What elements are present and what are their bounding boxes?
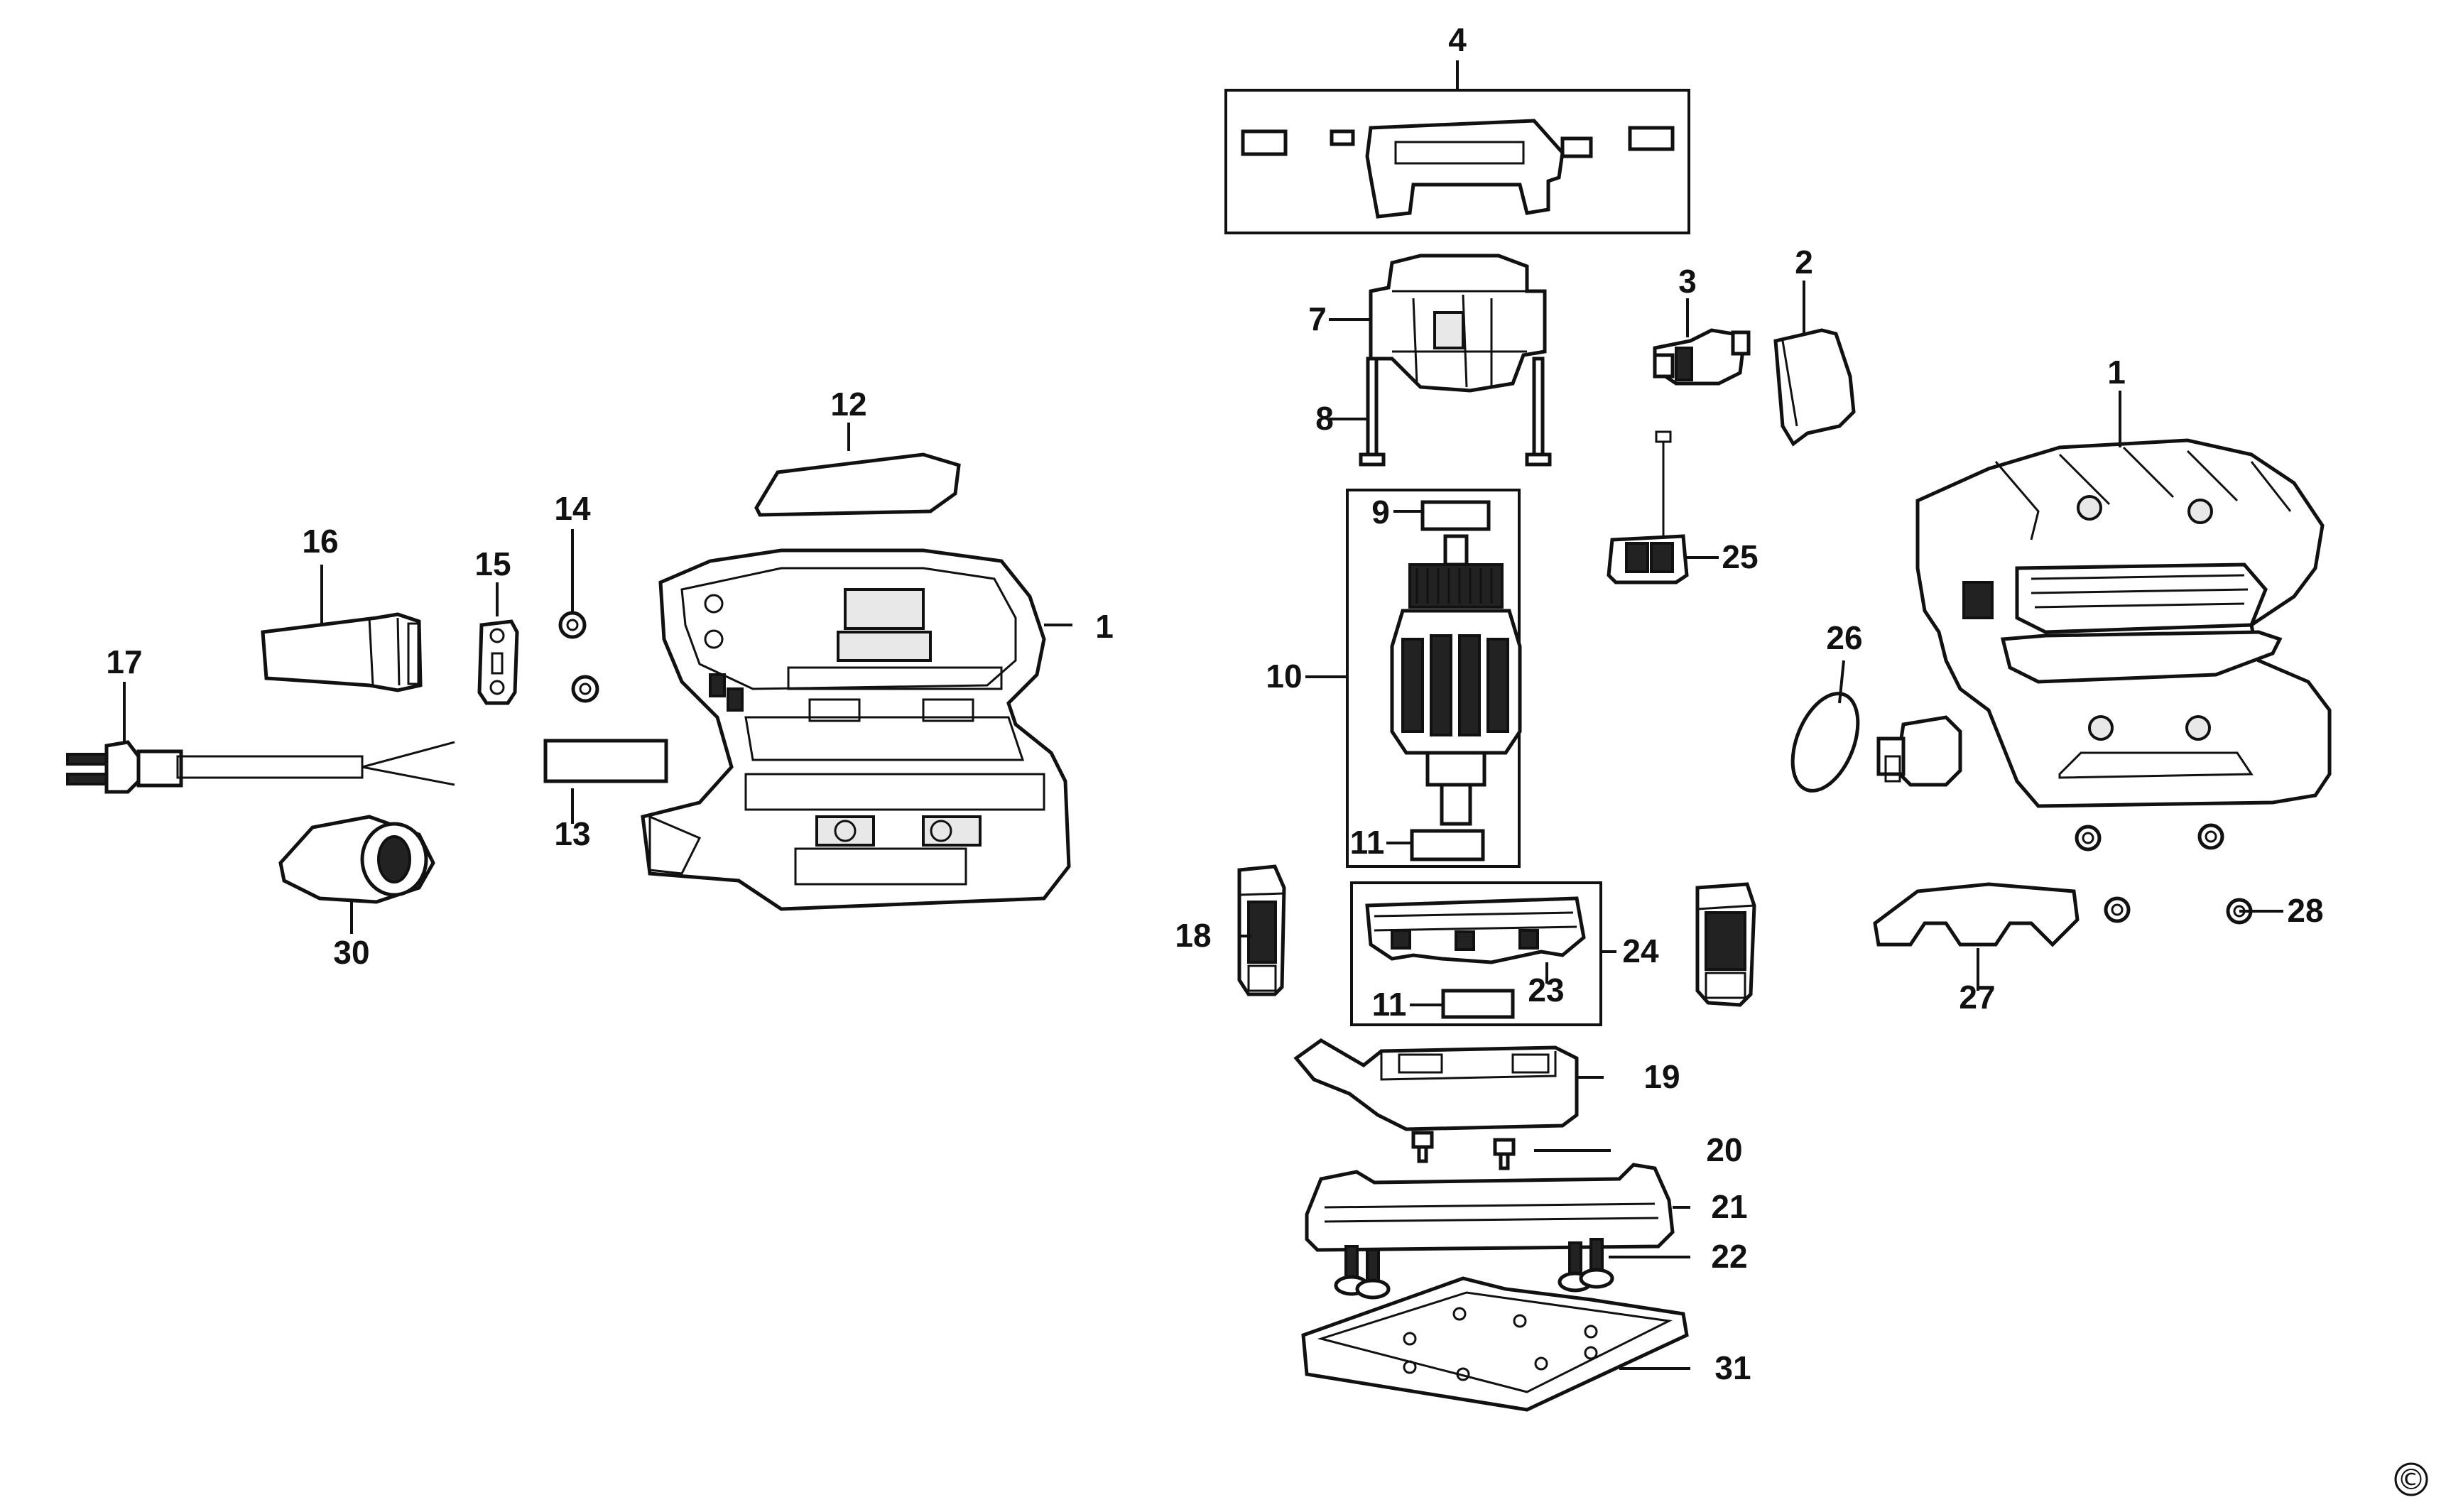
part-15-cord-clamp [477,619,519,705]
part-20-screws [1411,1131,1516,1170]
label-part-30: 30 [333,934,369,971]
label-part-15: 15 [474,545,511,582]
copyright-symbol: © [2397,1464,2425,1496]
part-16-cord-protector [261,612,423,692]
part-30-dust-adapter [278,815,435,904]
label-part-7: 7 [1308,300,1327,337]
label-part-2: 2 [1795,244,1813,281]
copyright-mark: © [2394,1462,2428,1496]
part-13-label-plate [543,739,668,783]
part-8-screws [1359,357,1552,467]
part-12-cover [754,452,961,517]
part-28-washers [2075,823,2253,925]
part-11-bearing-top [1410,829,1485,861]
label-part-27: 27 [1959,979,1995,1016]
label-part-21: 21 [1711,1188,1747,1225]
leader-lines [123,60,2283,1370]
part-11-bearing-bottom [1441,989,1515,1019]
brush-holder-right [1695,882,1756,1007]
label-part-31: 31 [1714,1349,1751,1386]
label-part-24: 24 [1622,932,1659,969]
label-part-1-right: 1 [2107,354,2126,391]
part-7-field-coil [1369,254,1547,393]
label-part-17: 17 [106,643,142,680]
label-part-23: 23 [1528,972,1564,1008]
part-9-bearing [1420,500,1491,531]
housing-left-half [641,548,1071,911]
label-part-14: 14 [554,490,591,527]
part-22-feet [1334,1238,1614,1300]
label-part-10: 10 [1266,658,1302,695]
part-26-o-ring [1790,692,1860,793]
part-18-brush-holder [1237,864,1286,996]
label-part-13: 13 [554,815,590,852]
label-part-25: 25 [1722,538,1758,575]
label-part-3: 3 [1678,263,1697,300]
label-part-18: 18 [1175,917,1211,954]
part-labels: 4 7 8 9 10 11 3 2 1 25 26 28 27 18 24 23… [106,21,2323,1386]
label-part-20: 20 [1706,1131,1742,1168]
label-part-12: 12 [830,386,866,423]
part-10-armature [1390,534,1522,826]
label-part-9: 9 [1371,494,1390,531]
label-part-4: 4 [1448,21,1467,58]
part-25-capacitor [1607,430,1689,584]
housing-right-assembled [1876,438,2332,808]
label-part-11-bottom: 11 [1372,986,1407,1023]
label-part-19: 19 [1643,1058,1680,1095]
label-part-11-top: 11 [1350,824,1385,861]
part-14-washers [558,611,599,703]
part-2-switch-cover [1773,328,1856,447]
label-part-8: 8 [1315,400,1334,437]
part-31-sanding-pad [1301,1276,1689,1412]
label-part-1-left: 1 [1095,608,1114,645]
label-part-16: 16 [302,523,338,560]
label-part-28: 28 [2287,892,2323,929]
part-4-switch-assembly [1224,89,1690,234]
part-23-bearing-housing [1365,896,1586,964]
part-3-switch [1653,328,1751,386]
label-part-22: 22 [1711,1238,1747,1275]
label-part-26: 26 [1826,619,1862,656]
part-19-dust-shroud [1293,1038,1579,1131]
part-27-plate [1873,882,2080,947]
part-17-power-cord [66,740,455,794]
bearing-housing-frame [1350,881,1602,1026]
part-21-base-frame [1305,1163,1675,1252]
